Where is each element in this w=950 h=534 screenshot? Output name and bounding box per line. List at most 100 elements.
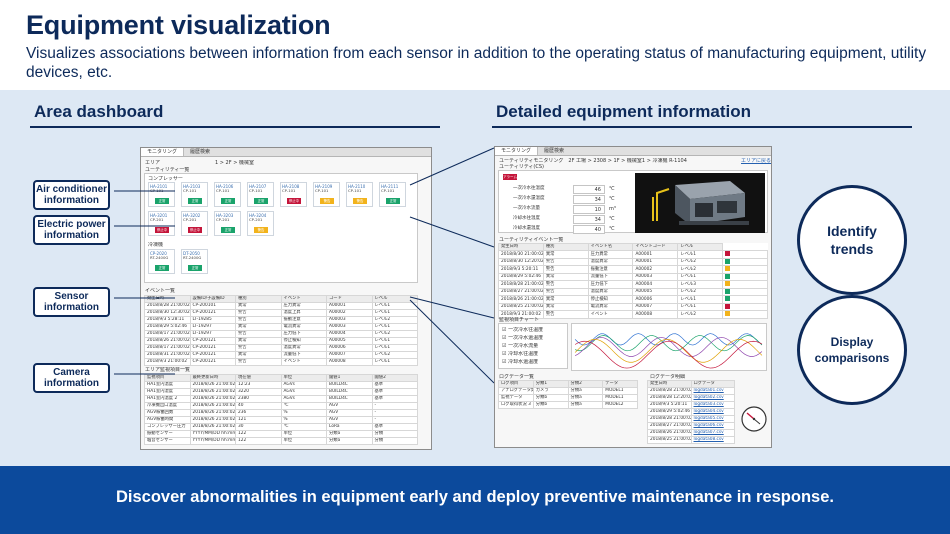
tile-status-badge: 停止中 [155, 227, 169, 233]
footer-banner: Discover abnormalities in equipment earl… [0, 466, 950, 534]
callout-sensor: Sensor information [33, 287, 110, 317]
detail-tabs: モニタリング 履歴検索 [495, 147, 771, 156]
chart-item[interactable]: ☑ 一次冷水還温度 [502, 335, 544, 341]
tab-history[interactable]: 履歴検索 [190, 149, 211, 155]
detail-tab-history[interactable]: 履歴検索 [544, 148, 565, 154]
table-cell[interactable]: logdata07.csv [690, 429, 735, 437]
table-cell[interactable]: logdata04.csv [690, 408, 735, 416]
tile-model: CP-101 [249, 188, 263, 193]
table-cell: レベル2 [677, 287, 724, 296]
table-cell[interactable]: logdata08.csv [690, 436, 735, 444]
tile-id: HA-2103 [183, 184, 201, 189]
tile-status-badge: 正常 [155, 198, 169, 204]
value-label: 一次冷水往温度 [513, 186, 545, 191]
tile-status-badge: 警告 [254, 227, 268, 233]
event-list-header: イベント一覧 [145, 288, 176, 294]
table-cell: A00004 [632, 280, 679, 289]
tile-id: DT-2050 [183, 251, 200, 256]
tile-model: CP-101 [381, 188, 395, 193]
camera-list-header: エリア監視項目一覧 [145, 367, 191, 373]
detail-tab-monitoring[interactable]: モニタリング [495, 147, 539, 155]
status-cell [722, 250, 768, 259]
chart-item[interactable]: ☑ 一次冷水流量 [502, 343, 539, 349]
status-square-icon [725, 258, 731, 264]
tile-id: HA-2109 [315, 184, 333, 189]
tile-id: HA-2106 [216, 184, 234, 189]
chart-header: 監視項目チャート [499, 317, 539, 323]
table-cell[interactable]: logdata05.csv [690, 415, 735, 423]
tile-model: CP-201 [183, 217, 197, 222]
table-cell: MODEL2 [602, 401, 638, 409]
tile-model: RT-2400G [150, 255, 169, 260]
right-underline [492, 126, 912, 128]
chart-item[interactable]: ☑ 冷却水往温度 [502, 351, 539, 357]
back-to-area-link[interactable]: エリアに戻る [741, 158, 772, 164]
tile-model: RT-2400G [183, 255, 202, 260]
chart-item[interactable]: ☑ 冷却水還温度 [502, 359, 539, 365]
table-cell: 分類a [567, 401, 604, 409]
table-cell[interactable]: logdata03.csv [690, 401, 735, 409]
table-header-cell: データ [602, 380, 638, 388]
table-cell[interactable]: logdata02.csv [690, 394, 735, 402]
tab-monitoring[interactable]: モニタリング [141, 148, 185, 156]
chart-item[interactable]: ☑ 一次冷水往温度 [502, 327, 544, 333]
table-cell[interactable]: logdata01.csv [690, 387, 735, 395]
identify-trends-text: Identify trends [827, 223, 877, 257]
table-cell: 2018/8/27 21:00:02 [647, 422, 692, 430]
table-cell: 2018/9/3 5:20:11 [647, 401, 692, 409]
status-cell [722, 310, 768, 319]
tile-id: HA-2108 [282, 184, 300, 189]
detail-breadcrumb: ユーティリティモニタリング 2F 工場 > 2308 > 1F > 機械室1 >… [499, 158, 687, 164]
table-cell: 圧力異常 [587, 250, 634, 259]
utility-list-header: ユーティリティ一覧 [145, 167, 190, 173]
table-cell: 異常 [542, 302, 589, 311]
table-cell[interactable]: logdata06.csv [690, 422, 735, 430]
table-cell: 警告 [542, 265, 589, 274]
tile-id: HA-2110 [348, 184, 366, 189]
table-row[interactable]: アナログデータ集計カメラ分類aMODEL1 [498, 387, 638, 395]
